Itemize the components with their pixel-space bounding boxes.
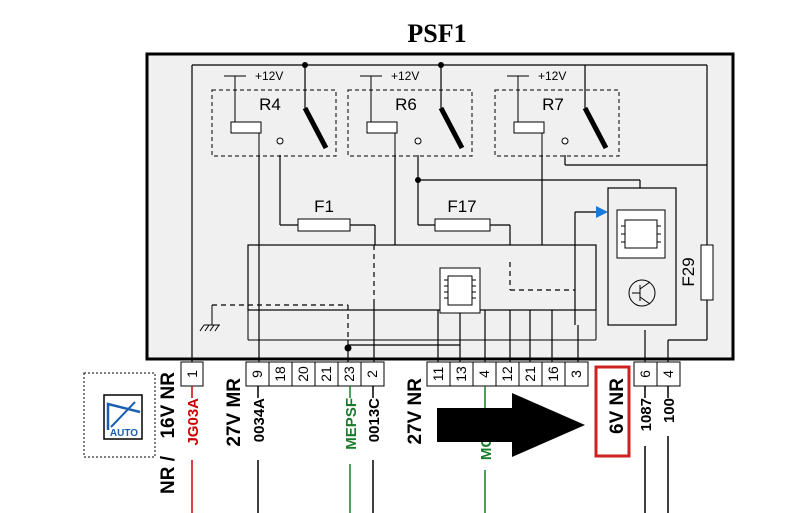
wire-label: 0013C <box>366 398 383 442</box>
connector-4: 6 4 <box>633 361 681 387</box>
relay-r4-label: R4 <box>259 95 281 114</box>
connector-2-pin: 23 <box>341 366 357 382</box>
relay-r7: +12V R7 <box>494 69 620 157</box>
connector-3-label: 27V NR <box>405 378 426 445</box>
relay-r6-supply: +12V <box>391 69 419 83</box>
auto-icon-frame <box>83 372 156 458</box>
internal-wiring <box>191 64 708 362</box>
connector-4-pin: 4 <box>660 370 676 378</box>
dashed-wiring <box>212 245 575 340</box>
connector-4-pin: 6 <box>637 370 653 378</box>
connector-3-pin: 4 <box>476 370 492 378</box>
relay-r6: +12V R6 <box>347 69 473 157</box>
wire-label: 0034A <box>251 398 268 442</box>
diagram-title: PSF1 <box>407 19 466 48</box>
relay-r4: +12V R4 <box>211 69 337 157</box>
fuse-f17-label: F17 <box>447 197 476 216</box>
wire-label: 100 <box>661 398 678 423</box>
blue-arrow-icon <box>596 206 608 218</box>
relay-r7-supply: +12V <box>538 69 566 83</box>
highlight-box <box>594 365 631 458</box>
relay-r6-label: R6 <box>395 95 417 114</box>
connector-2-label: 27V MR <box>224 378 245 447</box>
connector-3-pin: 13 <box>453 366 469 382</box>
connector-3-pin: 12 <box>499 366 515 382</box>
connector-3-pin: 16 <box>545 366 561 382</box>
central-module <box>247 244 597 341</box>
connector-1-partial-label: NR / <box>158 455 179 494</box>
chip-icon <box>439 267 481 314</box>
wire-label: MEPSF <box>343 398 360 450</box>
connector-2-pin: 21 <box>318 366 334 382</box>
wire-label: JG03A <box>185 398 202 446</box>
connector-3-pin: 11 <box>430 367 446 382</box>
wire-label: 1087 <box>638 398 655 431</box>
connector-1-label: 16V NR <box>158 372 179 439</box>
relay-r7-label: R7 <box>542 95 564 114</box>
connector-2-pin: 18 <box>272 366 288 382</box>
pointer-arrow-icon <box>437 393 585 457</box>
connector-2-pin: 2 <box>364 370 380 378</box>
connector-1-pin: 1 <box>184 370 200 378</box>
connector-4-label: 6V NR <box>607 378 628 434</box>
connector-3-pin: 3 <box>568 370 584 378</box>
transistor-icon <box>628 279 656 307</box>
fuse-f1-label: F1 <box>314 197 334 216</box>
connector-2-pin: 9 <box>249 370 265 378</box>
auto-wiper-icon: AUTO <box>103 394 143 440</box>
connector-2-pin: 20 <box>295 366 311 382</box>
right-module <box>596 187 677 326</box>
junction-dots <box>302 62 444 352</box>
connector-3-pin: 21 <box>522 366 538 382</box>
fuse-f29-label: F29 <box>679 257 698 286</box>
fuse-f17: F17 <box>434 197 491 232</box>
ground-icon <box>199 305 220 332</box>
relay-r4-supply: +12V <box>255 69 283 83</box>
fuse-f1: F1 <box>297 197 351 232</box>
fuse-f29: F29 <box>679 244 714 301</box>
connector-2: 9 18 20 21 23 2 <box>245 361 385 387</box>
connector-1: 1 <box>180 361 204 387</box>
connector-3: 11 13 4 12 21 16 3 <box>426 361 589 387</box>
auto-icon-text: AUTO <box>110 428 138 439</box>
